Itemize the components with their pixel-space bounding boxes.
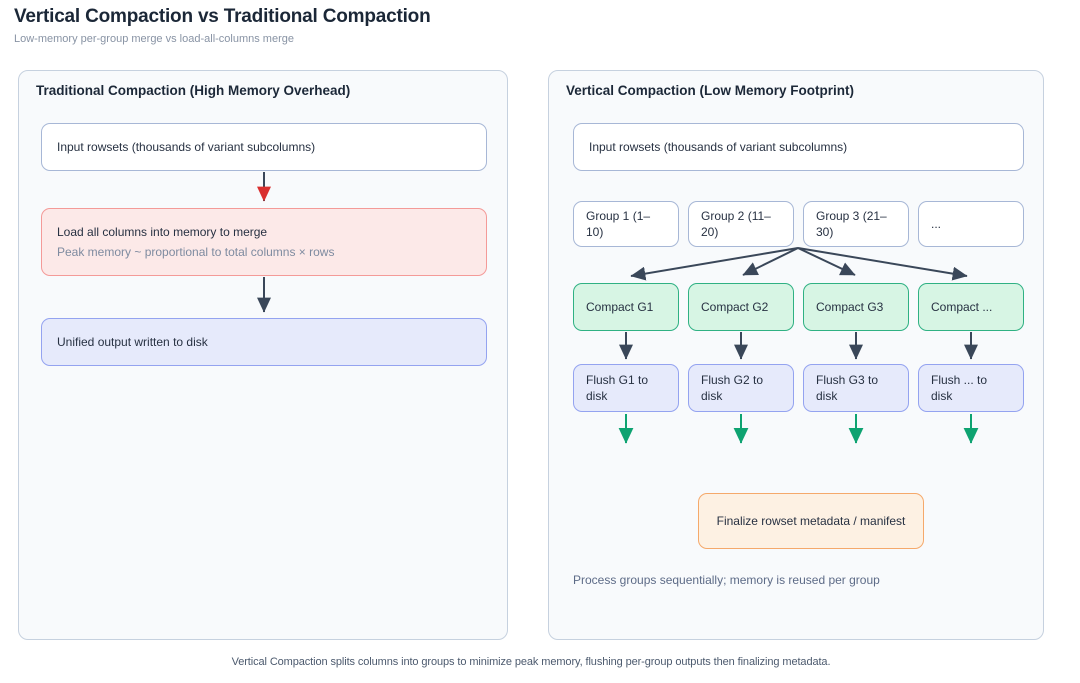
node-label: Group 3 (21–30) — [816, 208, 887, 239]
node-compact-g3: Compact G3 — [803, 283, 909, 331]
sequential-note: Process groups sequentially; memory is r… — [573, 573, 880, 587]
page-title: Vertical Compaction vs Traditional Compa… — [14, 6, 431, 27]
node-label: ... — [931, 216, 942, 231]
node-label: Compact G2 — [701, 299, 769, 314]
page-subtitle: Low-memory per-group merge vs load-all-c… — [14, 33, 294, 45]
node-load-all-columns: Load all columns into memory to merge Pe… — [41, 208, 487, 276]
node-flush-g1: Flush G1 to disk — [573, 364, 679, 412]
node-label: Compact ... — [931, 299, 993, 314]
node-group-1: Group 1 (1–10) — [573, 201, 679, 247]
fan-arrow-to-compact-g1 — [630, 247, 799, 281]
fan-arrow-to-compact-more — [797, 247, 968, 281]
figure-caption: Vertical Compaction splits columns into … — [231, 656, 831, 668]
node-compact-g1: Compact G1 — [573, 283, 679, 331]
panel-traditional-title: Traditional Compaction (High Memory Over… — [36, 83, 351, 98]
node-input-rowsets-traditional: Input rowsets (thousands of variant subc… — [41, 123, 487, 171]
node-label: Input rowsets (thousands of variant subc… — [57, 139, 316, 154]
node-label: Load all columns into memory to merge — [57, 225, 268, 240]
node-compact-more: Compact ... — [918, 283, 1024, 331]
node-input-rowsets-vertical: Input rowsets (thousands of variant subc… — [573, 123, 1024, 171]
node-sublabel: Peak memory ~ proportional to total colu… — [57, 244, 335, 259]
node-label: Flush G1 to disk — [586, 372, 649, 403]
node-label: Compact G1 — [586, 299, 654, 314]
fan-arrow-to-compact-g3 — [797, 247, 856, 276]
node-label: Group 2 (11–20) — [701, 208, 771, 239]
node-label: Finalize rowset metadata / manifest — [716, 513, 906, 528]
fan-arrow-to-compact-g2 — [742, 247, 799, 276]
node-label: Group 1 (1–10) — [586, 208, 651, 239]
node-label: Flush G2 to disk — [701, 372, 764, 403]
node-label: Flush G3 to disk — [816, 372, 879, 403]
node-label: Input rowsets (thousands of variant subc… — [589, 139, 848, 154]
node-compact-g2: Compact G2 — [688, 283, 794, 331]
node-group-3: Group 3 (21–30) — [803, 201, 909, 247]
panel-vertical-compaction: Vertical Compaction (Low Memory Footprin… — [548, 70, 1044, 640]
node-label: Flush ... to disk — [931, 372, 988, 403]
node-flush-g3: Flush G3 to disk — [803, 364, 909, 412]
node-group-2: Group 2 (11–20) — [688, 201, 794, 247]
node-flush-g2: Flush G2 to disk — [688, 364, 794, 412]
node-label: Unified output written to disk — [57, 334, 208, 349]
node-group-more: ... — [918, 201, 1024, 247]
panel-vertical-title: Vertical Compaction (Low Memory Footprin… — [566, 83, 855, 98]
panel-traditional-compaction: Traditional Compaction (High Memory Over… — [18, 70, 508, 640]
node-unified-output: Unified output written to disk — [41, 318, 487, 366]
node-label: Compact G3 — [816, 299, 884, 314]
node-finalize-metadata: Finalize rowset metadata / manifest — [698, 493, 924, 549]
node-flush-more: Flush ... to disk — [918, 364, 1024, 412]
